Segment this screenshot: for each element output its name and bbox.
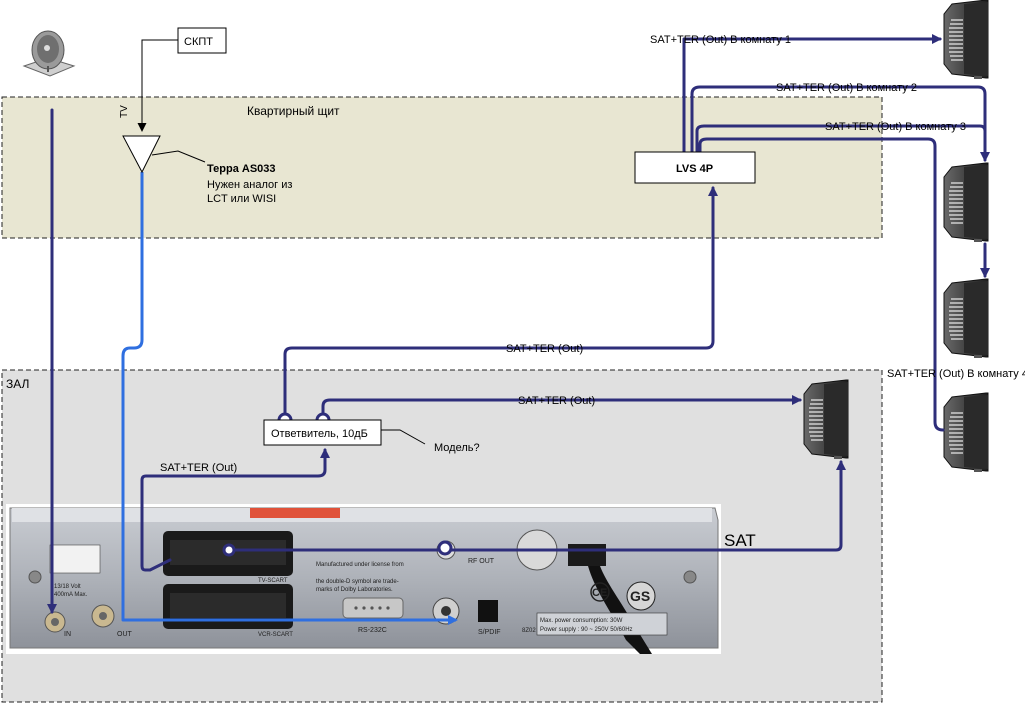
room3-label: SAT+TER (Out) В комнату 3 — [825, 121, 966, 133]
receiver-dolby-label-2: the double-D symbol are trade- — [316, 579, 399, 585]
amp-note-line-1: Нужен аналог из — [207, 179, 292, 191]
hall-title: ЗАЛ — [6, 377, 29, 391]
receiver-model-label: 8Z02 — [522, 628, 536, 634]
receiver-power-label-2: Power supply : 90 ~ 250V 50/60Hz — [540, 627, 633, 633]
coupler-model-label: Модель? — [434, 442, 480, 454]
tv-input-label: TV — [119, 105, 130, 118]
tv-icon-room2 — [943, 162, 989, 243]
cable-receiver-to-coupler — [140, 448, 330, 572]
receiver-volt-label: 13/18 Volt — [54, 584, 81, 590]
receiver-port-rf — [437, 540, 453, 556]
multiswitch-box — [634, 151, 756, 184]
receiver-rear-panel — [6, 504, 721, 654]
cable-sat-hall — [226, 460, 846, 552]
room1-label: SAT+TER (Out) В комнату 1 — [650, 34, 791, 46]
cable-coupler-to-hall-tv — [321, 395, 802, 415]
receiver-rs232-label: RS-232C — [358, 627, 387, 634]
receiver-gs-label: GS — [630, 588, 650, 604]
receiver-ce-label: CE — [592, 587, 607, 599]
receiver-out-label: OUT — [117, 631, 133, 638]
receiver-rf-out-label: RF OUT — [468, 558, 495, 565]
receiver-power-label-1: Max. power consumption: 30W — [540, 618, 623, 624]
receiver-vcr-scart-label: VCR-SCART — [258, 632, 293, 638]
receiver-dolby-label-3: marks of Dolby Laboratories. — [316, 587, 393, 593]
cable-coupler-to-lvs — [283, 186, 718, 415]
skpt-label: СКПТ — [184, 36, 213, 48]
skpt-box — [177, 27, 227, 54]
cable-amp-to-receiver — [121, 172, 458, 625]
cable-room3 — [695, 124, 987, 154]
cable-room1 — [682, 34, 942, 154]
tv-icon-room1 — [943, 0, 989, 80]
sat-label: SAT — [724, 531, 756, 550]
coupler-box — [263, 419, 382, 446]
satellite-dish-icon — [22, 30, 76, 77]
tv-icon-hall — [803, 379, 849, 460]
cable-skpt-to-amp — [137, 39, 178, 132]
receiver-spdif-label: S/PDIF — [478, 629, 501, 636]
amp-callout-line — [151, 150, 206, 163]
coupler-callout-line — [381, 429, 426, 445]
receiver-dolby-label-1: Manufactured under license from — [316, 562, 404, 568]
room4-label: SAT+TER (Out) В комнату 4 — [887, 368, 1025, 380]
cable-room4 — [698, 137, 945, 432]
out-to-hall-tv-label: SAT+TER (Out) — [518, 395, 595, 407]
tv-icon-room3 — [943, 278, 989, 359]
apartment-panel-title: Квартирный щит — [247, 104, 340, 118]
amplifier-triangle-icon — [122, 135, 161, 174]
receiver-tv-scart-label: TV-SCART — [258, 578, 288, 584]
out-to-switch-label: SAT+TER (Out) — [506, 343, 583, 355]
receiver-ma-label: 400mA Max. — [54, 592, 88, 598]
amp-name-label: Терра AS033 — [207, 163, 276, 175]
amp-note-line-2: LCT или WISI — [207, 193, 276, 205]
tv-icon-room4 — [943, 392, 989, 473]
cable-room2 — [690, 85, 990, 162]
room2-label: SAT+TER (Out) В комнату 2 — [776, 82, 917, 94]
multiswitch-label: LVS 4P — [676, 163, 713, 175]
coupler-label: Ответвитель, 10дБ — [271, 428, 368, 440]
out-to-receiver-label: SAT+TER (Out) — [160, 462, 237, 474]
receiver-in-label: IN — [64, 631, 71, 638]
